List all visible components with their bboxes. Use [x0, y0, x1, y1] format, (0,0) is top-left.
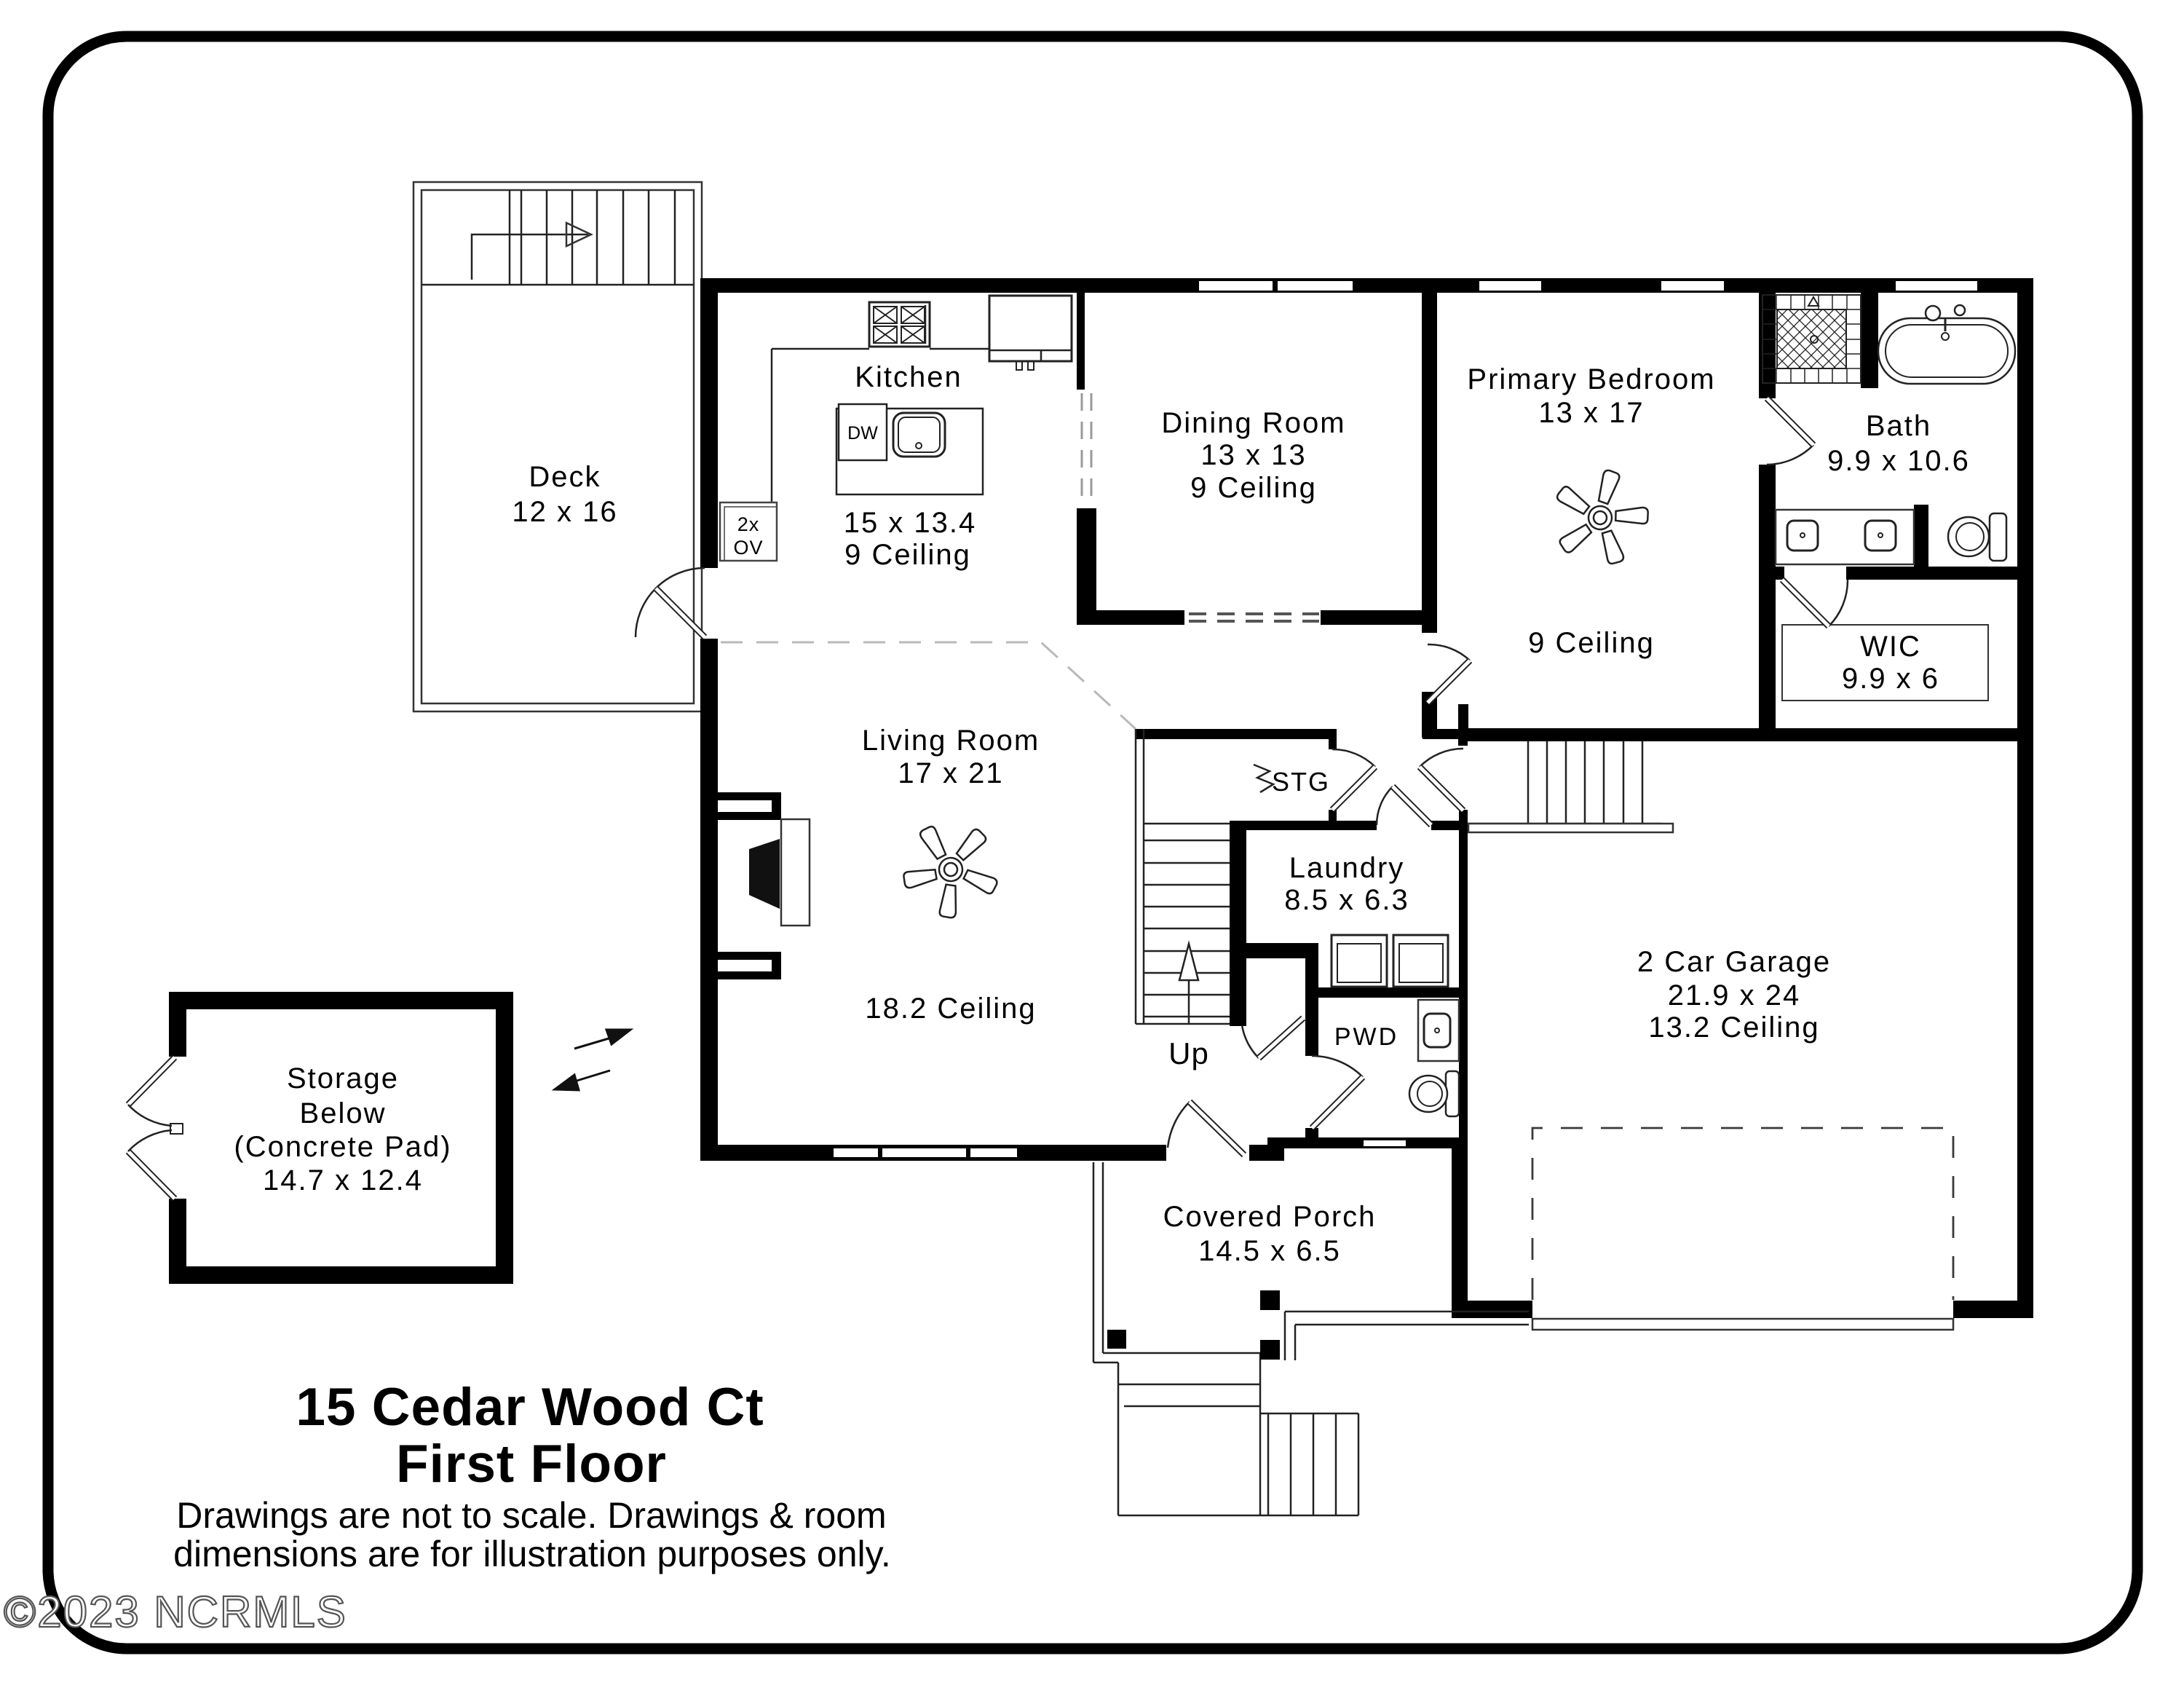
svg-text:8.5 x 6.3: 8.5 x 6.3	[1284, 884, 1409, 916]
svg-text:Laundry: Laundry	[1289, 852, 1405, 884]
svg-text:WIC: WIC	[1860, 631, 1921, 663]
svg-text:15 Cedar Wood Ct: 15 Cedar Wood Ct	[296, 1378, 764, 1437]
svg-text:OV: OV	[733, 537, 763, 559]
svg-text:17 x 21: 17 x 21	[898, 757, 1003, 789]
svg-text:2x: 2x	[737, 513, 760, 535]
svg-text:15 x 13.4: 15 x 13.4	[844, 507, 977, 539]
svg-text:13.2 Ceiling: 13.2 Ceiling	[1648, 1011, 1819, 1044]
svg-text:Storage: Storage	[287, 1062, 399, 1095]
svg-text:Living Room: Living Room	[862, 725, 1040, 757]
svg-text:9 Ceiling: 9 Ceiling	[844, 539, 971, 571]
svg-text:Primary Bedroom: Primary Bedroom	[1467, 363, 1715, 395]
svg-text:2 Car Garage: 2 Car Garage	[1637, 946, 1831, 978]
svg-text:Covered Porch: Covered Porch	[1163, 1201, 1377, 1233]
svg-text:18.2 Ceiling: 18.2 Ceiling	[865, 993, 1036, 1025]
svg-text:Below: Below	[300, 1097, 387, 1129]
svg-text:14.7 x 12.4: 14.7 x 12.4	[263, 1164, 423, 1196]
svg-text:21.9 x 24: 21.9 x 24	[1668, 979, 1801, 1011]
svg-text:First Floor: First Floor	[396, 1435, 667, 1494]
svg-text:14.5 x 6.5: 14.5 x 6.5	[1198, 1235, 1341, 1267]
svg-text:9 Ceiling: 9 Ceiling	[1190, 472, 1317, 504]
svg-text:9 Ceiling: 9 Ceiling	[1528, 627, 1655, 659]
svg-text:Kitchen: Kitchen	[855, 361, 962, 393]
svg-text:STG: STG	[1272, 767, 1330, 797]
svg-text:dimensions are for illustratio: dimensions are for illustration purposes…	[173, 1534, 891, 1574]
svg-text:12 x 16: 12 x 16	[512, 496, 617, 528]
svg-text:(Concrete Pad): (Concrete Pad)	[234, 1131, 451, 1163]
svg-text:PWD: PWD	[1334, 1023, 1398, 1051]
svg-text:Up: Up	[1168, 1036, 1209, 1070]
svg-text:13 x 13: 13 x 13	[1200, 439, 1306, 471]
svg-text:Drawings are not to scale. Dra: Drawings are not to scale. Drawings & ro…	[176, 1495, 886, 1536]
svg-text:Dining Room: Dining Room	[1161, 407, 1345, 439]
svg-text:9.9 x 10.6: 9.9 x 10.6	[1827, 445, 1970, 477]
svg-text:13 x 17: 13 x 17	[1538, 397, 1644, 429]
svg-text:DW: DW	[847, 423, 878, 443]
svg-text:Bath: Bath	[1866, 410, 1931, 442]
svg-text:Deck: Deck	[529, 461, 601, 493]
svg-text:9.9 x 6: 9.9 x 6	[1842, 663, 1939, 695]
svg-text:©2023 NCRMLS: ©2023 NCRMLS	[4, 1588, 347, 1636]
